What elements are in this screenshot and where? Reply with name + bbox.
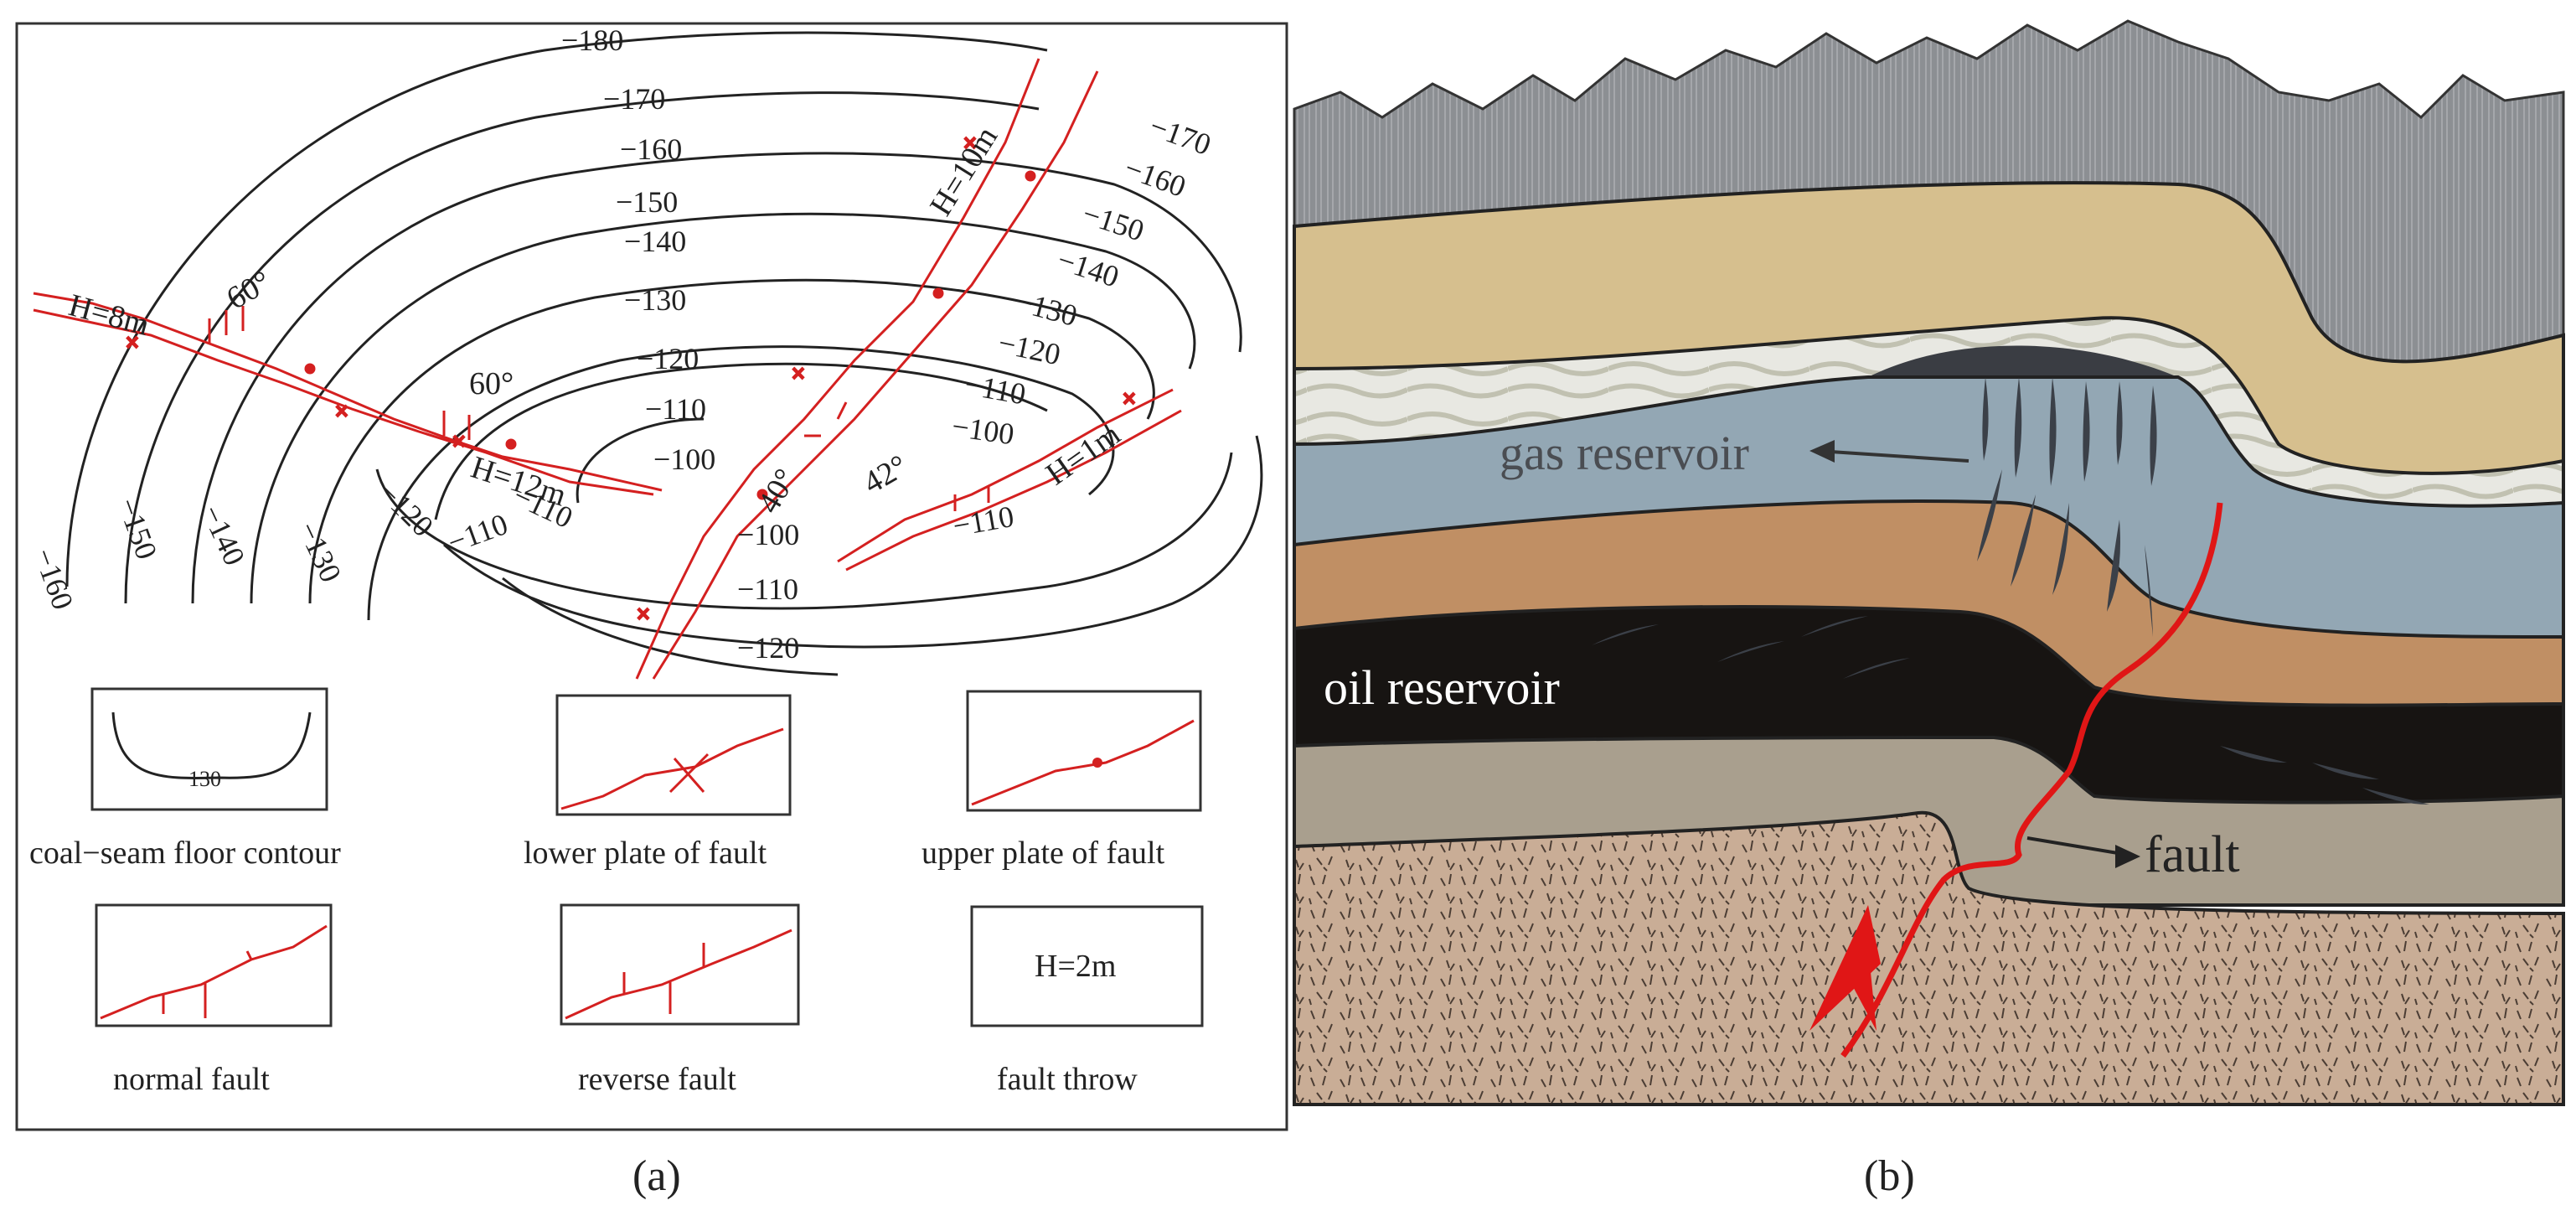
contour-label: −120 bbox=[637, 342, 699, 375]
svg-text:×: × bbox=[126, 330, 139, 356]
contour-label: −100 bbox=[737, 518, 799, 551]
fault-3 bbox=[837, 388, 1174, 563]
contour-label: −170 bbox=[603, 82, 665, 116]
fault-label: fault bbox=[2145, 826, 2240, 883]
legend-throw-sample: H=2m bbox=[1035, 949, 1116, 984]
contour-label: −130 bbox=[624, 283, 686, 317]
legend-fault-throw-label: fault throw bbox=[997, 1062, 1138, 1097]
svg-text:×: × bbox=[452, 429, 466, 455]
svg-text:×: × bbox=[792, 361, 805, 387]
contour-label: −110 bbox=[737, 572, 798, 606]
contour-label: −180 bbox=[561, 23, 623, 57]
panel-a: × × × × × × × −180 −170 −160 −150 −140 −… bbox=[15, 22, 1288, 1131]
svg-text:×: × bbox=[637, 602, 650, 628]
fault-markers: × × × × × × × bbox=[125, 130, 1138, 629]
oil-reservoir-label: oil reservoir bbox=[1324, 660, 1560, 715]
legend-contour-sample: 130 bbox=[188, 767, 221, 791]
svg-text:×: × bbox=[335, 399, 348, 425]
legend: 130 coal−seam floor contour lower plate … bbox=[29, 687, 1204, 1097]
legend-normal-fault-label: normal fault bbox=[113, 1062, 270, 1097]
contour-label: −110 bbox=[645, 392, 706, 426]
fault-arrow-pointer bbox=[2026, 836, 2129, 856]
fault-1 bbox=[33, 292, 663, 492]
contour-label: −100 bbox=[653, 442, 715, 476]
caption-a: (a) bbox=[632, 1152, 681, 1200]
contour-label: −160 bbox=[620, 132, 682, 166]
contour-label: −120 bbox=[737, 631, 799, 665]
legend-upper-plate-label: upper plate of fault bbox=[921, 836, 1165, 871]
contour-label: −150 bbox=[616, 185, 678, 219]
svg-text:×: × bbox=[1123, 386, 1136, 412]
gas-reservoir-label: gas reservoir bbox=[1500, 426, 1749, 480]
legend-contour-label: coal−seam floor contour bbox=[29, 836, 341, 871]
legend-lower-plate-label: lower plate of fault bbox=[524, 836, 767, 871]
caption-b: (b) bbox=[1864, 1152, 1915, 1200]
hydrocarbon-streaks bbox=[1592, 377, 2429, 805]
fault-line bbox=[1840, 502, 2223, 1058]
faults bbox=[33, 58, 1182, 680]
legend-reverse-fault-label: reverse fault bbox=[578, 1062, 736, 1097]
section-labels: gas reservoir oil reservoir fault bbox=[1324, 426, 2240, 883]
fault-2 bbox=[635, 58, 1040, 680]
panel-a-frame bbox=[15, 22, 1288, 1131]
svg-text:×: × bbox=[963, 131, 977, 157]
contour-label: −140 bbox=[624, 225, 686, 258]
dip-angle-label: 60° bbox=[469, 366, 514, 401]
contour-lines bbox=[65, 31, 1263, 676]
gas-cap bbox=[1868, 345, 2178, 377]
gas-reservoir-arrow bbox=[1817, 449, 1969, 463]
panel-b: gas reservoir oil reservoir fault bbox=[1293, 19, 2565, 1106]
